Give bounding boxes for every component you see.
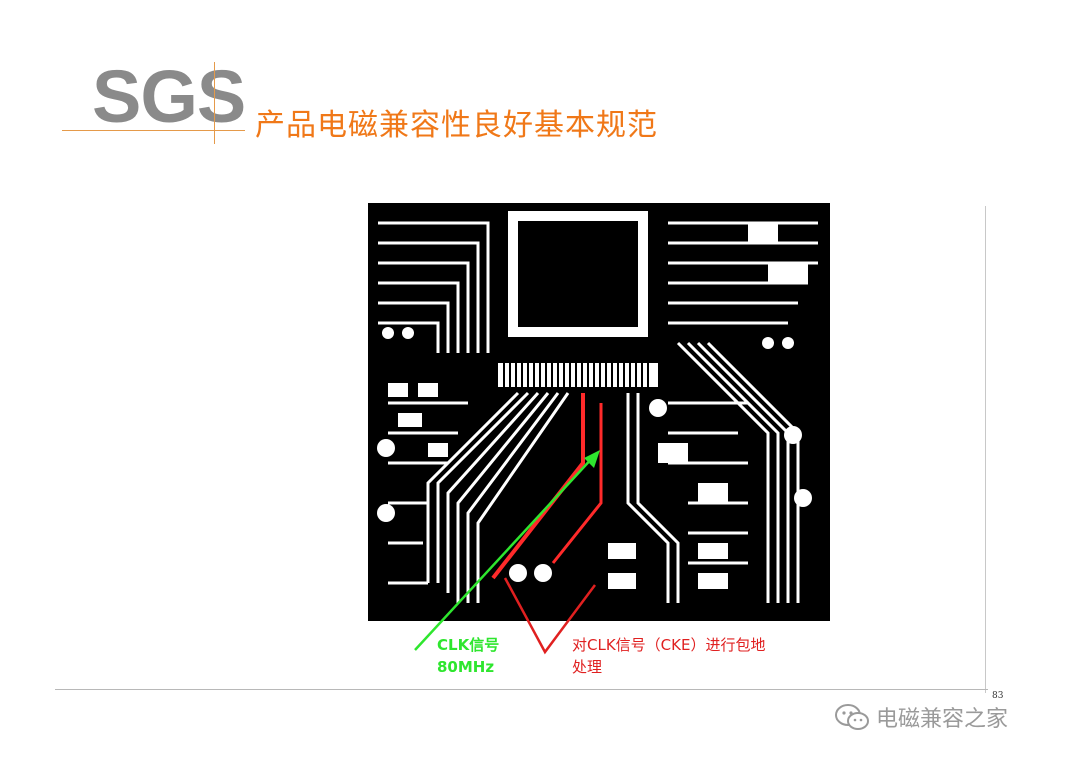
clk-signal-label: CLK信号 80MHz [437, 634, 499, 678]
cke-label-line2: 处理 [572, 658, 603, 676]
page-number: 83 [992, 691, 1004, 701]
sgs-logo: SGS [92, 55, 246, 138]
logo-divider-horizontal [62, 130, 245, 131]
pcb-drawing [368, 203, 830, 621]
watermark: 电磁兼容之家 [834, 700, 1008, 734]
clk-label-line1: CLK信号 [437, 636, 500, 654]
pcb-layout-image [368, 203, 830, 621]
cke-signal-label: 对CLK信号（CKE）进行包地 处理 [572, 634, 765, 678]
cke-label-line1: 对CLK信号（CKE）进行包地 [572, 636, 766, 654]
logo-divider-vertical [214, 62, 215, 144]
clk-label-line2: 80MHz [437, 658, 495, 676]
slide-border-right [985, 206, 986, 693]
watermark-text: 电磁兼容之家 [876, 707, 1009, 732]
slide-border-bottom [55, 689, 988, 690]
page-title: 产品电磁兼容性良好基本规范 [255, 108, 658, 143]
wechat-icon [835, 704, 869, 730]
